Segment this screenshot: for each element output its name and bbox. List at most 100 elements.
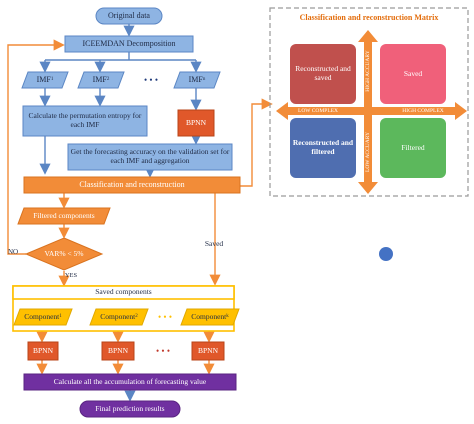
imf-2-shape: [77, 71, 125, 89]
accumulation-shape: [23, 373, 237, 391]
bpnn-2-shape: [101, 341, 135, 361]
matrix-cell-bottom-right: [380, 118, 446, 178]
component-2-label: Component: [100, 311, 136, 321]
imf-dots-label: • • •: [144, 74, 158, 85]
forecast-accuracy-shape: [67, 143, 233, 171]
matrix-cell-top-left: [290, 44, 356, 104]
bpnn-1-label: BPNN: [32, 345, 53, 355]
bpnn-k-label: BPNN: [197, 345, 218, 355]
forecast-accuracy-node: Get the forecasting accuracy on the vali…: [70, 144, 230, 170]
yes-text: YES: [64, 272, 78, 280]
matrix-cell-bottom-left: [290, 118, 356, 178]
var-decision-node: VAR% < 5%: [30, 247, 98, 261]
permutation-node: Calculate the permutation entropy for ea…: [25, 106, 145, 136]
imf-1-shape: [21, 71, 69, 89]
bpnn-top-shape: [177, 109, 215, 137]
component-k-subscript: k: [226, 314, 229, 320]
matrix-title-text: Classification and reconstruction Matrix: [299, 13, 439, 23]
bpnn-k-node: BPNN: [192, 342, 224, 360]
yes-label: YES: [60, 271, 82, 281]
var-condition-label: VAR% < 5%: [44, 248, 84, 258]
imf-2-subscript: 2: [106, 77, 110, 83]
matrix-bottom-right-text: Filtered: [401, 142, 425, 152]
low-accuracy-label: LOW ACCUARY: [364, 127, 372, 177]
bpnn-top-label: BPNN: [185, 117, 206, 127]
component-k-label: Component: [191, 311, 227, 321]
accumulation-label: Calculate all the accumulation of foreca…: [53, 376, 207, 386]
bpnn-1-node: BPNN: [28, 342, 58, 360]
imf-n-label: IMF: [188, 75, 203, 85]
classification-node: Classification and reconstruction: [24, 177, 240, 193]
matrix-cell-top-right: [380, 44, 446, 104]
low-complex-label: LOW COMPLEX: [288, 106, 348, 116]
iceemdan-node: ICEEMDAN Decomposition: [65, 36, 193, 52]
accumulation-node: Calculate all the accumulation of foreca…: [24, 374, 236, 390]
matrix-bottom-left-text: Reconstructed and filtered: [292, 138, 354, 156]
component-2-shape: [89, 308, 149, 326]
saved-components-title: Saved components: [13, 286, 234, 299]
decorative-dot: [379, 247, 393, 261]
matrix-top-right-label: Saved: [382, 54, 444, 94]
permutation-node-shape: [22, 105, 148, 137]
permutation-label: Calculate the permutation entropy for ea…: [28, 111, 142, 129]
component-2-subscript: 2: [135, 314, 138, 320]
matrix-title: Classification and reconstruction Matrix: [270, 11, 468, 25]
orange-connectors: [7, 39, 273, 375]
bpnn-2-node: BPNN: [102, 342, 134, 360]
bpnn-dots: • • •: [146, 342, 180, 360]
imf-dots: • • •: [136, 72, 166, 88]
saved-label: Saved: [198, 238, 230, 250]
filtered-components-node: Filtered components: [18, 208, 110, 224]
imf-n-subscript: n: [202, 77, 206, 83]
classification-shape: [23, 176, 241, 194]
no-text: NO: [7, 247, 19, 256]
imf-1-label: IMF: [36, 75, 51, 85]
imf-2-label: IMF: [92, 75, 107, 85]
matrix-frame: [269, 7, 469, 197]
component-1-shape: [13, 308, 73, 326]
imf-1-subscript: 1: [50, 77, 54, 83]
bpnn-top-node: BPNN: [178, 110, 214, 136]
saved-components-label: Saved components: [95, 287, 152, 297]
final-label: Final prediction results: [95, 403, 165, 413]
high-accuracy-text: HIGH ACCUARY: [364, 50, 371, 92]
classification-label: Classification and reconstruction: [79, 180, 185, 190]
blue-connectors: [39, 24, 202, 178]
matrix-top-left-text: Reconstructed and saved: [295, 64, 351, 82]
high-complex-text: HIGH COMPLEX: [402, 107, 444, 114]
filtered-components-shape: [17, 207, 111, 225]
component-dots: • • •: [150, 309, 180, 325]
bpnn-2-label: BPNN: [107, 345, 128, 355]
matrix-vertical-arrow: [358, 30, 378, 194]
component-k-shape: [180, 308, 240, 326]
imf-n-shape: [173, 71, 221, 89]
high-complex-label: HIGH COMPLEX: [392, 106, 454, 116]
bpnn-k-shape: [191, 341, 225, 361]
component-1-label: Component: [24, 311, 60, 321]
matrix-top-right-text: Saved: [403, 68, 423, 78]
original-data-label: Original data: [108, 11, 150, 21]
bpnn-1-shape: [27, 341, 59, 361]
saved-components-header: [12, 285, 235, 300]
high-accuracy-label: HIGH ACCUARY: [364, 46, 372, 96]
var-decision-shape: [24, 237, 104, 271]
component-dots-label: • • •: [158, 311, 172, 322]
component-1-subscript: 1: [59, 314, 62, 320]
saved-text: Saved: [204, 238, 224, 248]
forecast-accuracy-label: Get the forecasting accuracy on the vali…: [70, 147, 230, 165]
original-data-node-shape: [95, 7, 163, 25]
filtered-components-label: Filtered components: [33, 210, 95, 220]
matrix-bottom-left-label: Reconstructed and filtered: [292, 128, 354, 168]
bpnn-dots-label: • • •: [156, 345, 170, 356]
iceemdan-node-shape: [64, 35, 194, 53]
original-data-node: Original data: [96, 8, 162, 24]
iceemdan-label: ICEEMDAN Decomposition: [82, 39, 176, 49]
matrix-top-left-label: Reconstructed and saved: [292, 54, 354, 94]
